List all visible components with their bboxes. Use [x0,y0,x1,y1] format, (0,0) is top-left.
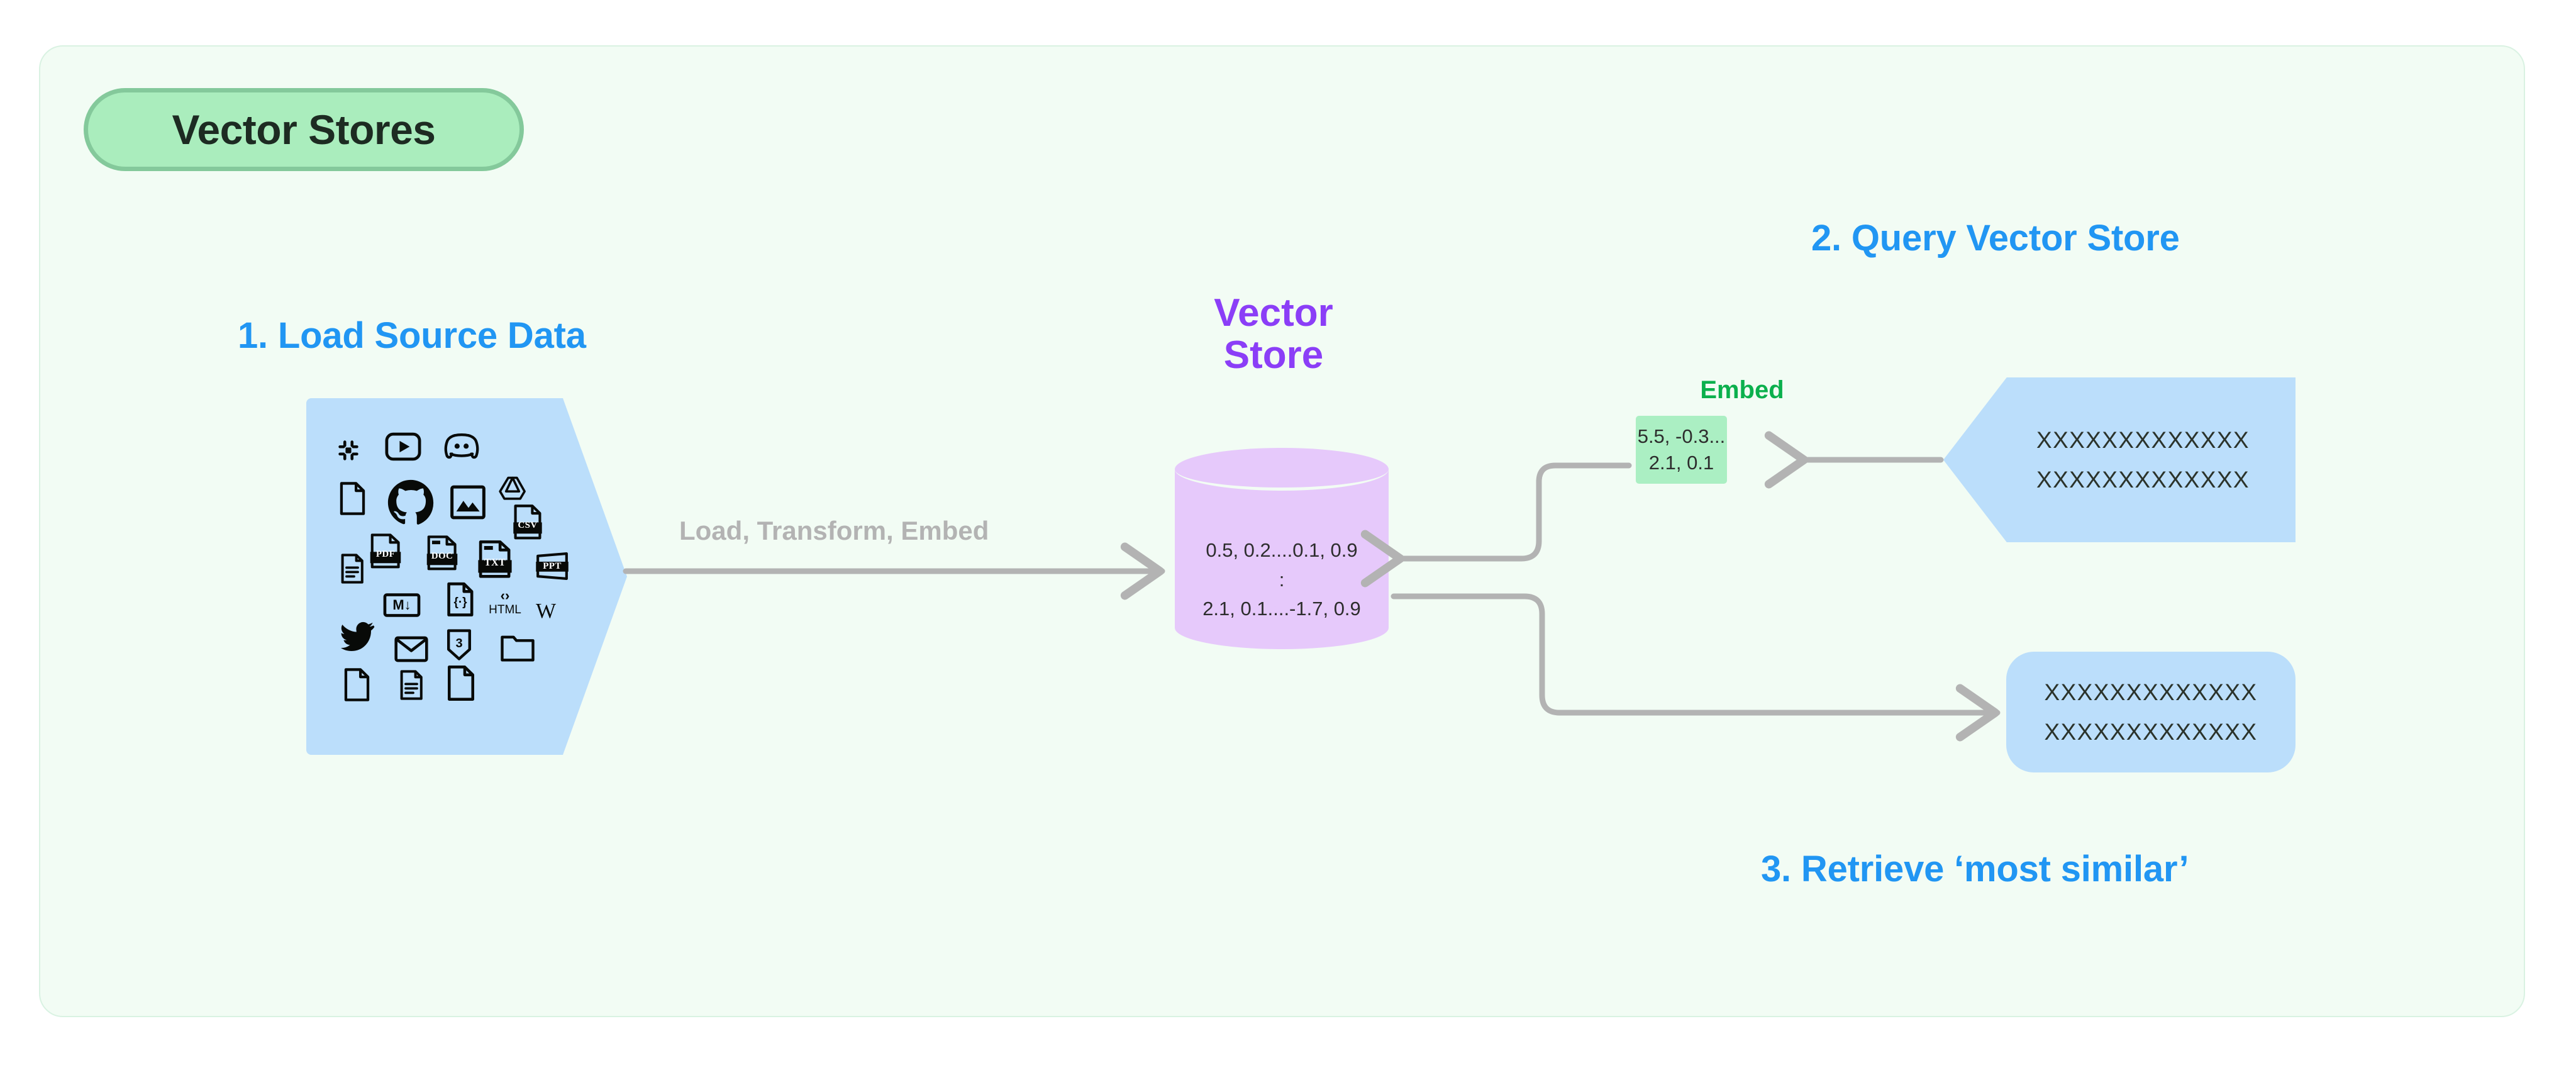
cylinder-row-1: : [1279,568,1285,591]
twitter-icon [339,621,375,652]
html-icon: ‹› HTML [487,588,523,618]
ppt-file-icon-label: PPT [543,560,562,571]
query-input-block: XXXXXXXXXXXXX XXXXXXXXXXXXX [1943,377,2296,542]
html-icon-brackets: ‹› [500,587,510,603]
vector-store-label-line1: Vector [1214,291,1333,335]
pdf-file-icon-label: PDF [375,549,396,559]
txt-file-icon: TXT [477,540,513,579]
txt-file-icon-label: TXT [484,557,506,568]
github-icon [387,479,435,527]
css3-icon-label: 3 [455,636,463,650]
wikipedia-icon: W [533,599,559,623]
title-pill: Vector Stores [84,88,524,171]
pipeline-arrow-label: Load, Transform, Embed [679,516,989,545]
embed-row-0: 5.5, -0.3... [1637,425,1726,447]
cylinder-row-2: 2.1, 0.1....-1.7, 0.9 [1202,598,1361,620]
result-row-1: XXXXXXXXXXXXX [2044,719,2258,745]
step-heading-retrieve-most-similar: 3. Retrieve ‘most similar’ [1761,849,2189,889]
vector-store-cylinder: 0.5, 0.2....0.1, 0.9 : 2.1, 0.1....-1.7,… [1175,448,1389,649]
embed-row-1: 2.1, 0.1 [1648,452,1714,474]
slack-icon [334,436,363,465]
cylinder-top-ellipse [1175,448,1389,491]
vector-store-label: Vector Store [1176,291,1371,377]
cylinder-bottom-ellipse [1175,606,1389,649]
image-icon [450,485,486,520]
file-lines-icon [399,670,423,700]
pdf-file-icon: PDF [369,533,402,569]
result-row-0: XXXXXXXXXXXXX [2044,679,2258,705]
file-blank-3-icon [446,665,476,701]
embed-label: Embed [1700,376,1784,404]
source-data-shape [306,398,627,755]
css3-icon: 3 [446,628,472,661]
retrieved-result-block: XXXXXXXXXXXXX XXXXXXXXXXXXX [2006,652,2296,772]
step-heading-query-vector-store: 2. Query Vector Store [1811,218,2180,259]
cylinder-vector-rows: 0.5, 0.2....0.1, 0.9 : 2.1, 0.1....-1.7,… [1175,536,1389,624]
cylinder-body [1175,469,1389,628]
query-row-0: XXXXXXXXXXXXX [2036,427,2250,453]
csv-file-icon-label: CSV [518,520,538,530]
markdown-icon: M↓ [383,593,421,617]
google-drive-icon [498,475,527,501]
file-blank-2-icon [343,667,371,702]
folder-icon [500,634,535,662]
email-icon [394,636,428,662]
discord-icon [443,431,480,461]
json-file-icon: {·} [446,582,475,617]
youtube-icon [385,432,421,461]
json-file-icon-label: {·} [453,595,467,609]
source-icon-grid: CSV PDF DOC [306,398,627,755]
query-row-1: XXXXXXXXXXXXX [2036,467,2250,493]
title-pill-label: Vector Stores [172,106,436,153]
step-heading-load-source-data: 1. Load Source Data [238,315,586,356]
csv-file-icon: CSV [513,504,543,540]
embed-vector-box: 5.5, -0.3... 2.1, 0.1 [1636,416,1727,484]
cylinder-row-0: 0.5, 0.2....0.1, 0.9 [1206,539,1358,561]
ppt-file-icon: PPT [535,551,569,581]
wikipedia-icon-label: W [535,599,557,623]
file-blank-icon [338,481,367,516]
doc-file-icon-label: DOC [431,551,453,561]
doc-file-icon: DOC [426,535,458,571]
document-lines-icon [340,554,364,584]
html-icon-label: HTML [489,603,521,616]
vector-store-label-line2: Store [1223,333,1324,377]
markdown-icon-label: M↓ [392,597,411,613]
